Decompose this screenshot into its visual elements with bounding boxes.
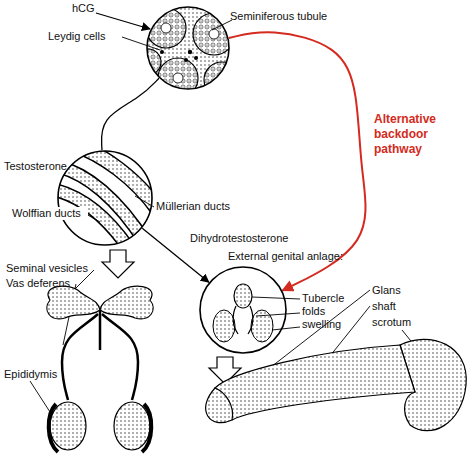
tubule-section: [204, 62, 240, 98]
circle-border: [200, 267, 286, 353]
leydig-cell: [160, 50, 164, 54]
leader-line: [256, 313, 300, 316]
leydig-cell: [194, 56, 198, 60]
testis-section: [135, 6, 240, 98]
genital-anlage: [199, 266, 287, 354]
leader-line: [272, 327, 300, 330]
circle-heading: External genital anlage:: [228, 250, 368, 263]
internal-tract: [47, 286, 153, 452]
epididymis-drawing: [49, 404, 58, 452]
duct-label: Müllerian ducts: [156, 200, 256, 213]
leader-line: [30, 381, 50, 412]
tubule-lumen: [218, 76, 226, 84]
epididymis-drawing: [142, 404, 151, 452]
testis: [114, 402, 150, 450]
circle-outline: [57, 150, 153, 246]
tubule-lumen: [209, 29, 219, 39]
leydig-cell: [188, 50, 192, 54]
circle-outline: [199, 266, 287, 354]
part-label: Epididymis: [4, 368, 74, 381]
leader-line: [86, 214, 100, 222]
part-label: Glans shaft scrotum: [372, 282, 418, 330]
vas-deferens: [62, 314, 98, 400]
edge-label: Dihydrotestosterone: [190, 232, 310, 245]
duct-circle: Müllerian ductsWolffian ducts: [57, 150, 153, 246]
glans-drawing: [206, 388, 233, 423]
hcg-arrow: [96, 13, 150, 29]
circle-border: [147, 7, 229, 89]
tubule-lumen: [161, 23, 171, 33]
cell-label: Leydig cells: [48, 30, 120, 43]
tubule-section: [158, 58, 198, 98]
circle-outline: [146, 6, 230, 90]
hollow-arrow: [102, 250, 134, 278]
urethral-fold: [248, 306, 253, 334]
anlage-circle: External genital anlage:Tubercle folds s…: [199, 266, 287, 354]
testis: [50, 402, 86, 450]
urethra: [99, 310, 102, 350]
circle-border: [58, 151, 152, 245]
genital-tubercle: [234, 284, 252, 308]
leader-line: [252, 297, 300, 299]
seminal-vesicle: [47, 286, 100, 319]
hormone-label: hCG: [72, 2, 112, 15]
duct-section: [45, 140, 165, 258]
seminal-vesicle: [100, 286, 153, 319]
tubule-lumen: [173, 73, 183, 83]
anlage-background: [199, 266, 287, 354]
edge-label: Testosterone: [4, 160, 74, 173]
edge-label: Alternative backdoor pathway: [374, 112, 462, 157]
hormone-connector: [101, 78, 158, 150]
part-label: Tubercle folds swelling: [302, 292, 354, 331]
penile-shaft: [215, 345, 415, 420]
leader-line: [122, 37, 160, 50]
duct-label: Wolffian ducts: [12, 207, 88, 220]
part-label: Seminal vesicles: [6, 262, 106, 275]
structure-label: Seminiferous tubule: [230, 10, 360, 23]
part-label: Vas deferens: [6, 277, 96, 290]
urethral-fold: [233, 306, 238, 334]
labioscrotal-swelling: [213, 310, 235, 342]
leydig-cell: [184, 58, 188, 62]
vas-deferens: [102, 314, 138, 400]
testis-circle: Leydig cellsSeminiferous tubule: [146, 6, 230, 90]
